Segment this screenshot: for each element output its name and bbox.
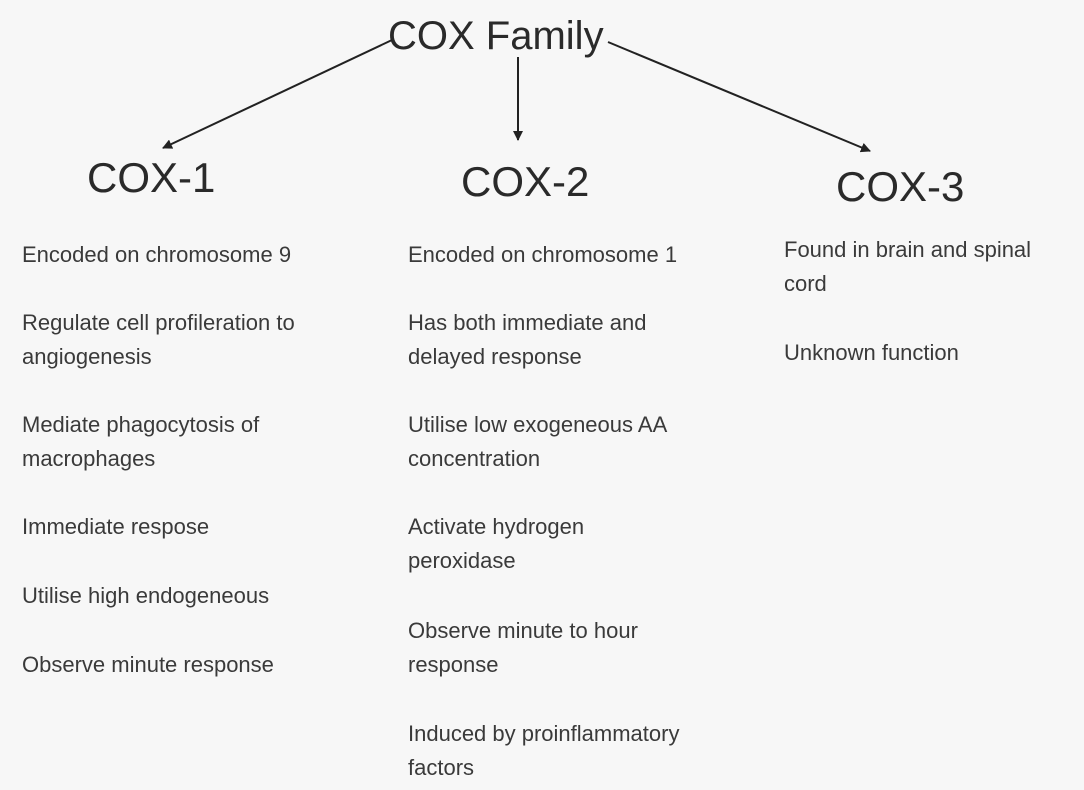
cox2-item: Has both immediate and delayed response bbox=[408, 310, 647, 369]
cox2-item: Induced by proinflammatory factors bbox=[408, 721, 680, 780]
cox1-item: Utilise high endogeneous bbox=[22, 583, 270, 608]
cox3-item: Found in brain and spinal cord bbox=[784, 237, 1032, 296]
cox2-item: Activate hydrogen peroxidase bbox=[408, 514, 585, 573]
cox3-item: Unknown function bbox=[784, 340, 959, 365]
cox2-item: Utilise low exogeneous AA concentration bbox=[408, 412, 668, 471]
cox1-title: COX-1 bbox=[87, 154, 216, 201]
cox2-item: Observe minute to hour response bbox=[408, 618, 638, 677]
cox1-item: Immediate respose bbox=[22, 514, 210, 539]
cox3-title: COX-3 bbox=[836, 163, 965, 210]
cox2-item: Encoded on chromosome 1 bbox=[408, 242, 678, 267]
cox1-item: Encoded on chromosome 9 bbox=[22, 242, 292, 267]
cox2-title: COX-2 bbox=[461, 158, 590, 205]
cox1-item: Mediate phagocytosis of macrophages bbox=[22, 412, 260, 471]
root-node-title: COX Family bbox=[388, 14, 604, 58]
cox1-item: Regulate cell profileration to angiogene… bbox=[22, 310, 295, 369]
arrow-to-cox1 bbox=[162, 39, 393, 149]
arrow-to-cox3 bbox=[607, 41, 871, 153]
cox1-item: Observe minute response bbox=[22, 652, 274, 677]
